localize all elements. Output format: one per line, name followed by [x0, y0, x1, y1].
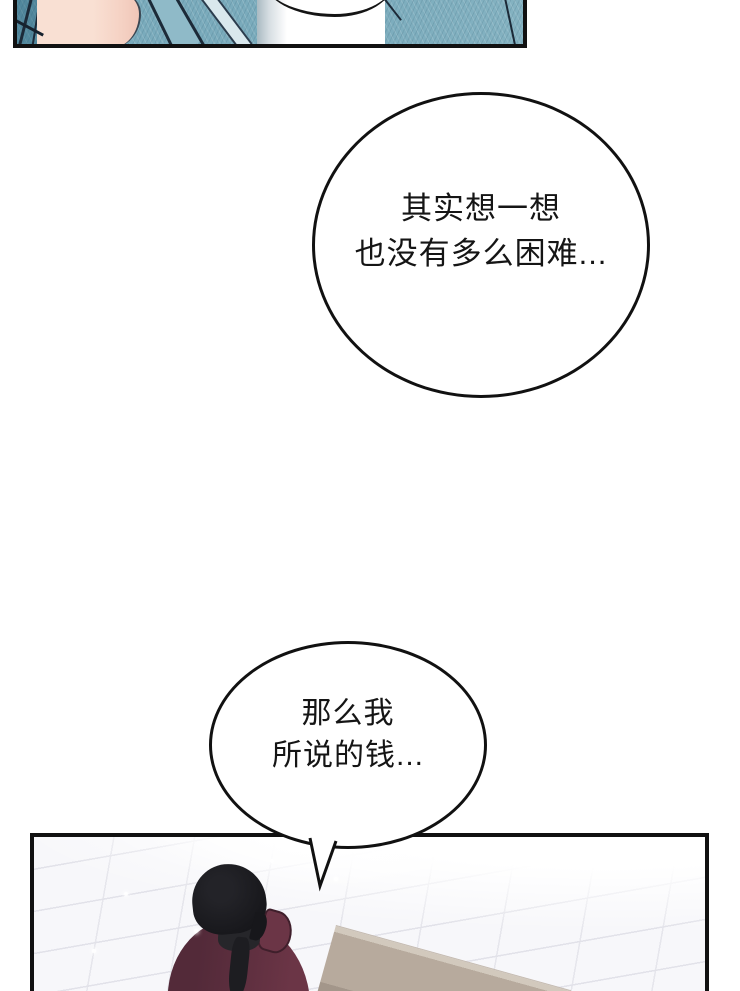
speech-bubble-1: 其实想一想 也没有多么困难...	[312, 92, 650, 398]
neck-skin	[37, 0, 141, 44]
speech-line: 所说的钱...	[271, 739, 424, 772]
speech-line: 那么我	[301, 697, 395, 730]
man-in-burgundy-coat	[34, 837, 705, 991]
floor-sparkle	[92, 949, 96, 953]
bubble-tail-outline	[308, 837, 338, 892]
light-fade-overlay	[34, 837, 705, 991]
speech-bubble-2: 那么我 所说的钱...	[209, 641, 487, 849]
floor-sparkle	[194, 929, 198, 933]
speech-text-1: 其实想一想 也没有多么困难...	[355, 186, 608, 276]
shirt-neckline	[263, 0, 393, 17]
speech-bubble-2-tail	[308, 837, 338, 892]
bubble-tail-fill	[310, 838, 336, 886]
floor-sparkle	[270, 859, 274, 863]
floor-sparkle	[124, 892, 128, 896]
speech-line: 其实想一想	[401, 191, 561, 226]
speech-line: 也没有多么困难...	[354, 236, 608, 271]
panel-bottom	[30, 833, 709, 991]
floor-sparkle	[334, 877, 338, 881]
speech-text-2: 那么我 所说的钱...	[272, 693, 424, 777]
panel-top	[13, 0, 527, 48]
